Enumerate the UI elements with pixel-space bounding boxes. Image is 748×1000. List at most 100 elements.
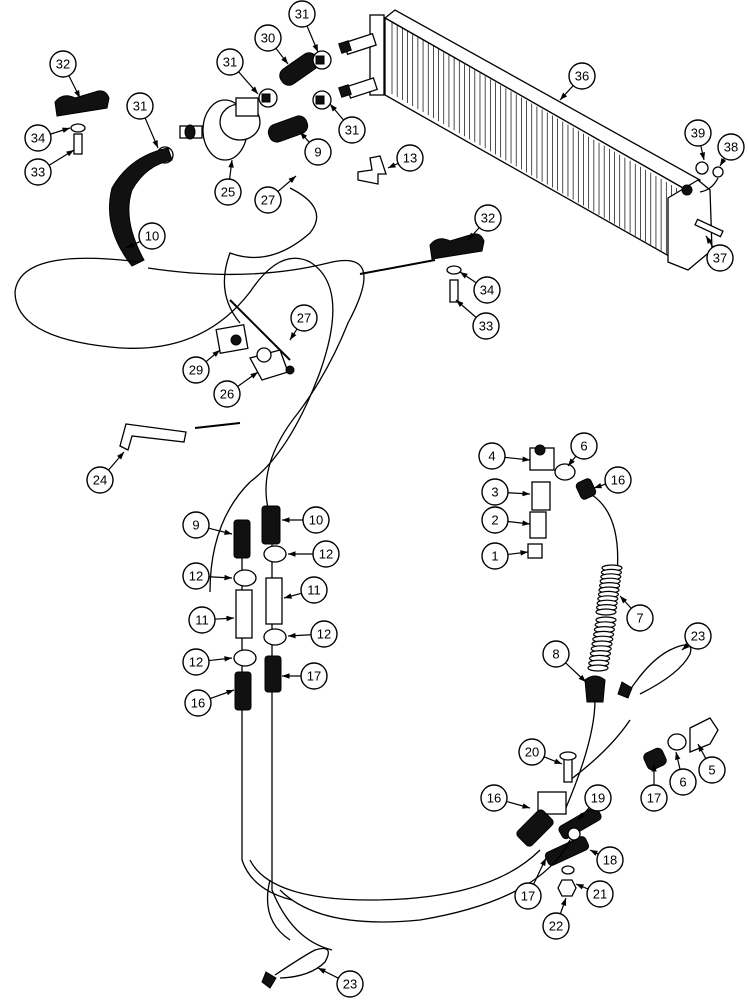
leader-arrowhead (312, 44, 318, 52)
core-fasteners (694, 161, 724, 238)
leader-arrowhead (682, 642, 690, 650)
leader-arrowhead (578, 674, 586, 682)
leader-arrowhead (620, 596, 628, 604)
leader-arrowhead (250, 86, 258, 94)
leader-arrowhead (318, 968, 326, 974)
bracket-13 (357, 155, 387, 185)
callout-10: 10 (138, 222, 166, 250)
lower-right-bracket-assembly (516, 699, 631, 897)
leader-arrowhead (226, 615, 234, 622)
clip-8 (584, 675, 606, 703)
callout-number: 8 (552, 647, 559, 662)
callout-circle (480, 784, 508, 812)
callout-19: 19 (584, 784, 612, 812)
leader-arrowhead (590, 850, 598, 856)
callout-number: 10 (309, 513, 323, 528)
callout-number: 17 (521, 889, 535, 904)
callout-33: 33 (472, 312, 500, 340)
elbow-fitting-right (643, 717, 719, 771)
leader-arrowhead (126, 242, 134, 248)
callout-circle (396, 144, 424, 172)
leader-arrowhead (224, 529, 232, 535)
callout-circle (138, 222, 166, 250)
callout-circle (586, 880, 614, 908)
callout-circle (86, 466, 114, 494)
callout-number: 6 (679, 775, 686, 790)
leader-arrowhead (288, 551, 296, 557)
callout-circle (626, 604, 654, 632)
callout-8: 8 (542, 640, 570, 668)
callout-circle (474, 204, 502, 232)
callout-number: 27 (297, 311, 311, 326)
callout-12: 12 (310, 620, 338, 648)
leader-arrowhead (284, 593, 292, 599)
callout-circle (304, 138, 332, 166)
leader-arrowhead (290, 332, 297, 340)
callout-6: 6 (570, 432, 598, 460)
callout-circle (213, 380, 241, 408)
leader-arrowhead (282, 517, 290, 523)
core-tube-stubs (338, 32, 378, 99)
callout-number: 33 (31, 165, 45, 180)
water-valve (179, 97, 261, 161)
callout-circle (568, 62, 596, 90)
callout-number: 33 (479, 319, 493, 334)
leader-arrowhead (560, 92, 568, 100)
callout-circle (472, 312, 500, 340)
callout-number: 2 (491, 513, 498, 528)
callout-number: 34 (480, 283, 494, 298)
callout-12: 12 (182, 562, 210, 590)
callout-26: 26 (213, 380, 241, 408)
callout-9: 9 (182, 511, 210, 539)
callout-5: 5 (698, 756, 726, 784)
callout-number: 12 (317, 627, 331, 642)
bottom-loop (249, 839, 571, 923)
callout-number: 9 (192, 518, 199, 533)
callout-circle (473, 276, 501, 304)
callout-number: 23 (691, 629, 705, 644)
callout-circle (706, 244, 734, 272)
callout-number: 27 (261, 193, 275, 208)
hose-10-upper (109, 147, 173, 267)
callout-34: 34 (473, 276, 501, 304)
callout-number: 19 (591, 791, 605, 806)
short-hoses-top (267, 52, 319, 143)
callout-number: 16 (191, 696, 205, 711)
strap-23-upper (617, 644, 692, 699)
leader-arrowhead (228, 160, 234, 168)
leader-arrowhead (74, 90, 80, 98)
leader-arrowhead (699, 152, 706, 160)
callout-number: 31 (345, 123, 359, 138)
callout-12: 12 (182, 648, 210, 676)
callout-circle (478, 442, 506, 470)
callout-number: 11 (307, 583, 321, 598)
callout-circle (216, 48, 244, 76)
leader-arrowhead (250, 372, 258, 379)
callout-circle (184, 689, 212, 717)
callout-number: 39 (691, 126, 705, 141)
callout-number: 3 (491, 485, 498, 500)
leader-arrowhead (224, 574, 232, 581)
callout-circle (684, 622, 712, 650)
callout-number: 22 (549, 919, 563, 934)
callout-circle (542, 912, 570, 940)
callout-39: 39 (684, 119, 712, 147)
callout-number: 32 (56, 57, 70, 72)
callout-circle (24, 158, 52, 186)
leader-arrowhead (300, 132, 308, 140)
callout-27: 27 (290, 304, 318, 332)
callout-number: 20 (525, 745, 539, 760)
callout-number: 34 (31, 131, 45, 146)
callout-3: 3 (481, 478, 509, 506)
callout-number: 37 (713, 251, 727, 266)
callout-circle (542, 640, 570, 668)
callout-10: 10 (302, 506, 330, 534)
callout-number: 12 (319, 547, 333, 562)
leader-arrowhead (117, 452, 124, 460)
callout-circle (24, 124, 52, 152)
callout-number: 1 (491, 549, 498, 564)
leader-arrowhead (576, 884, 584, 890)
leader-arrowhead (540, 858, 546, 866)
callout-31: 31 (216, 48, 244, 76)
leader-arrowhead (66, 150, 74, 157)
